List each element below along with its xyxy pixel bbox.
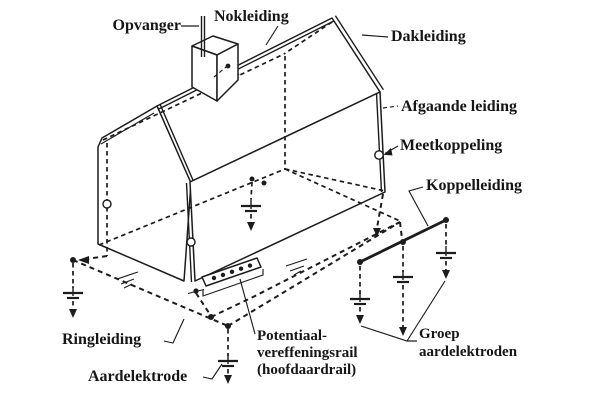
label-meetkoppeling: Meetkoppeling [400,137,503,154]
rod-junction-dot [225,63,231,69]
earth-electrode-group-3 [436,224,456,279]
ground-hatch-left [116,271,139,289]
ring-west-south [72,259,229,327]
ring-corner-dot-south [225,323,231,329]
ring-drop-arrowhead [373,228,381,237]
meetkoppeling-circle-left [186,237,196,247]
rail-terminal-dot [211,275,217,281]
ring-east-drop [399,221,403,240]
electrode-arrowhead [247,222,255,231]
label-aardelektrode: Aardelektrode [88,368,188,385]
roof-conductor-dakleiding [334,15,384,91]
ring-link-arrowhead [78,256,89,264]
foundation-dot-b [261,180,267,186]
foundation-diagonal [284,168,401,222]
earth-electrode-group-2 [393,246,413,336]
ring-east-diagonal [210,221,401,318]
earth-electrode-group-1 [350,266,370,324]
down-conductor-foot-tick [187,288,205,295]
electrode-arrowhead [356,315,364,324]
rail-terminal-dot [238,266,244,271]
koppelleiding-dot [400,239,406,245]
hatch-line [289,265,305,272]
hatch-line [285,258,308,267]
electrode-lead [250,181,253,200]
hatch-line [293,270,302,276]
down-conductor-right [375,92,383,193]
meetkoppeling-circle-rear [102,199,112,209]
label-dakleiding: Dakleiding [391,28,466,45]
electrode-arrowhead [442,270,450,279]
electrode-arrowhead [69,309,77,318]
right-conductor-to-ring [376,193,384,229]
down-conductor-left [185,182,193,283]
hatch-line [120,278,135,285]
left-verge-conductor [159,104,194,181]
label-koppelleiding: Koppelleiding [426,177,523,194]
house [97,17,386,282]
afgaande-leiding-pointer [382,105,399,109]
earth-electrode-center [241,181,261,231]
rail-terminal-dot [247,263,253,268]
rail-terminal-dot [229,269,235,274]
rail-bracket [202,269,264,297]
ring-corner-dot-west [70,257,76,263]
chimney-right-face [216,43,239,102]
rail-to-ring-link [195,292,212,317]
ridge-conductor [158,20,334,110]
label-potentiaal-line1: Potentiaal- [257,328,327,344]
rear-wall-bottom-edge [98,168,286,246]
label-potentiaal-line3: (hoofdaardrail) [257,362,357,378]
label-pointers [163,25,446,380]
meetkoppeling-arrowhead [383,148,393,156]
hatch-line [116,271,139,280]
label-opvanger: Opvanger [112,17,181,34]
label-potentiaal-line2: vereffeningsrail [257,345,358,361]
air-terminal-rod [200,16,231,78]
potentiaalrail-pointer [239,278,256,335]
rear-eaves-edge [102,53,285,141]
label-nokleiding: Nokleiding [214,8,289,25]
meetkoppeling-circle-right [374,150,384,160]
koppelleiding-dot [443,217,449,223]
right-gable-bottom-edge [284,168,386,192]
ring-conductor [70,176,403,329]
earth-electrode-west [63,263,83,318]
koppelleiding-pointer [408,186,429,227]
label-ringleiding: Ringleiding [62,331,142,348]
ring-south-east [227,221,401,327]
label-groep-aardelektroden: Groep aardelektroden [419,325,517,361]
hatch-line [123,283,133,289]
ringleiding-pointer [163,318,185,344]
electrode-arrowhead [224,375,232,384]
label-potentiaalvereffeningsrail: Potentiaal- vereffeningsrail (hoofdaardr… [257,328,358,379]
chimney [191,35,239,102]
electrode-arrowhead [399,327,407,336]
test-joints [102,150,384,247]
rod-ridge-link [213,66,227,78]
rear-verge-edge [283,21,333,55]
ground-hatch-right [285,258,308,276]
label-groep-line1: Groep [419,326,460,342]
label-groep-line2: aardelektroden [419,344,518,360]
nokleiding-pointer [265,25,279,46]
front-wall-face [189,91,386,282]
dakleiding-pointer [361,34,389,38]
koppelleiding-dot [357,259,363,265]
ring-junction-dot [208,314,214,320]
coupling-conductor [357,217,449,265]
earth-electrode-south [218,329,238,384]
label-afgaande-leiding: Afgaande leiding [401,98,518,115]
aardelektrode-pointer [202,363,223,380]
rail-terminal-dot [220,272,226,278]
foundation-dot-a [249,176,255,182]
groep-pointer-right [406,280,446,342]
equipotential-rail [187,257,264,297]
